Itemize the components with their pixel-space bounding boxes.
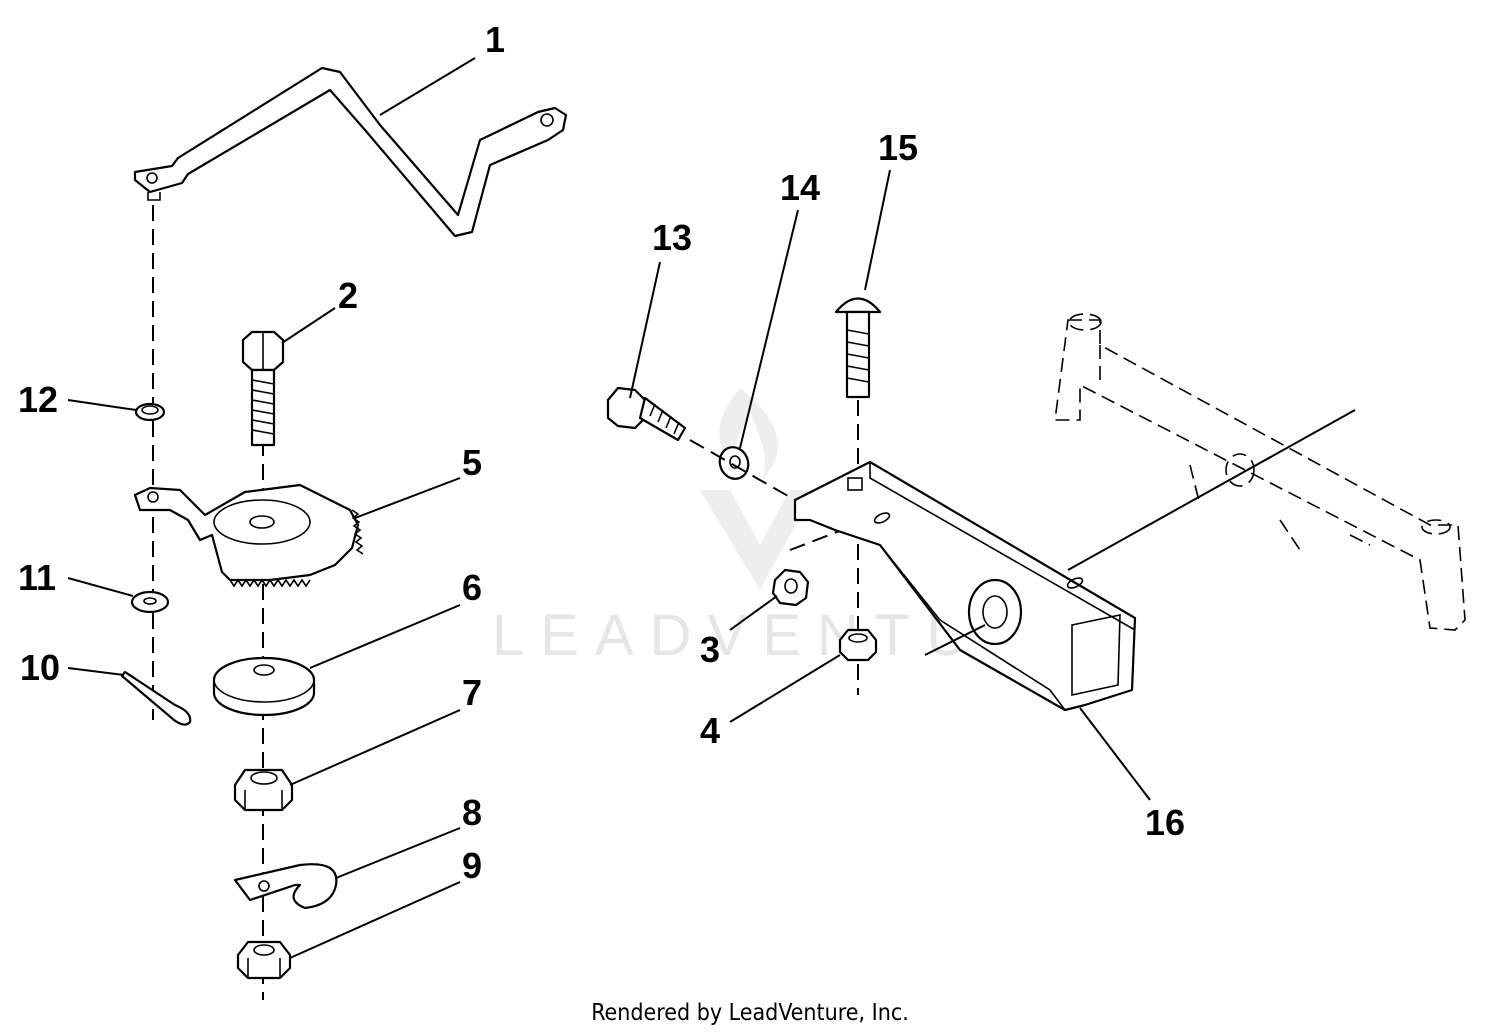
axle-line <box>1067 409 1356 571</box>
callout-15: 15 <box>878 127 918 168</box>
part-7-nut <box>233 768 294 812</box>
callouts: 1 2 3 4 5 6 7 8 9 10 11 12 13 14 15 16 <box>18 19 1185 886</box>
part-16-bracket <box>793 460 1137 712</box>
phantom-frame <box>1054 313 1466 631</box>
callout-1: 1 <box>485 19 505 60</box>
callout-14: 14 <box>780 167 820 208</box>
part-9-nut <box>236 940 292 980</box>
part-3-nut <box>771 568 810 607</box>
callout-3: 3 <box>700 629 720 670</box>
callout-2: 2 <box>338 275 358 316</box>
part-6-washer <box>212 656 316 717</box>
part-4-nut <box>838 628 878 662</box>
callout-7: 7 <box>462 672 482 713</box>
leader-lines <box>67 57 1151 959</box>
part-14-washer <box>718 446 750 480</box>
callout-11: 11 <box>18 557 56 598</box>
callout-12: 12 <box>18 379 58 420</box>
callout-10: 10 <box>20 647 60 688</box>
part-11-washer <box>130 590 170 614</box>
callout-16: 16 <box>1145 802 1185 843</box>
part-13-bolt <box>606 386 687 442</box>
callout-5: 5 <box>462 442 482 483</box>
callout-4: 4 <box>700 710 720 751</box>
part-5-gear <box>133 483 364 588</box>
part-1-rod <box>133 66 568 238</box>
callout-13: 13 <box>652 217 692 258</box>
part-10-cotter-pin <box>120 670 192 726</box>
part-8-clip <box>233 863 338 910</box>
callout-9: 9 <box>462 845 482 886</box>
callout-6: 6 <box>462 567 482 608</box>
footer-credit: Rendered by LeadVenture, Inc. <box>591 1000 909 1026</box>
callout-8: 8 <box>462 792 482 833</box>
part-15-bolt <box>834 297 882 399</box>
part-2-bolt <box>241 330 285 447</box>
part-12-nut <box>134 402 166 422</box>
